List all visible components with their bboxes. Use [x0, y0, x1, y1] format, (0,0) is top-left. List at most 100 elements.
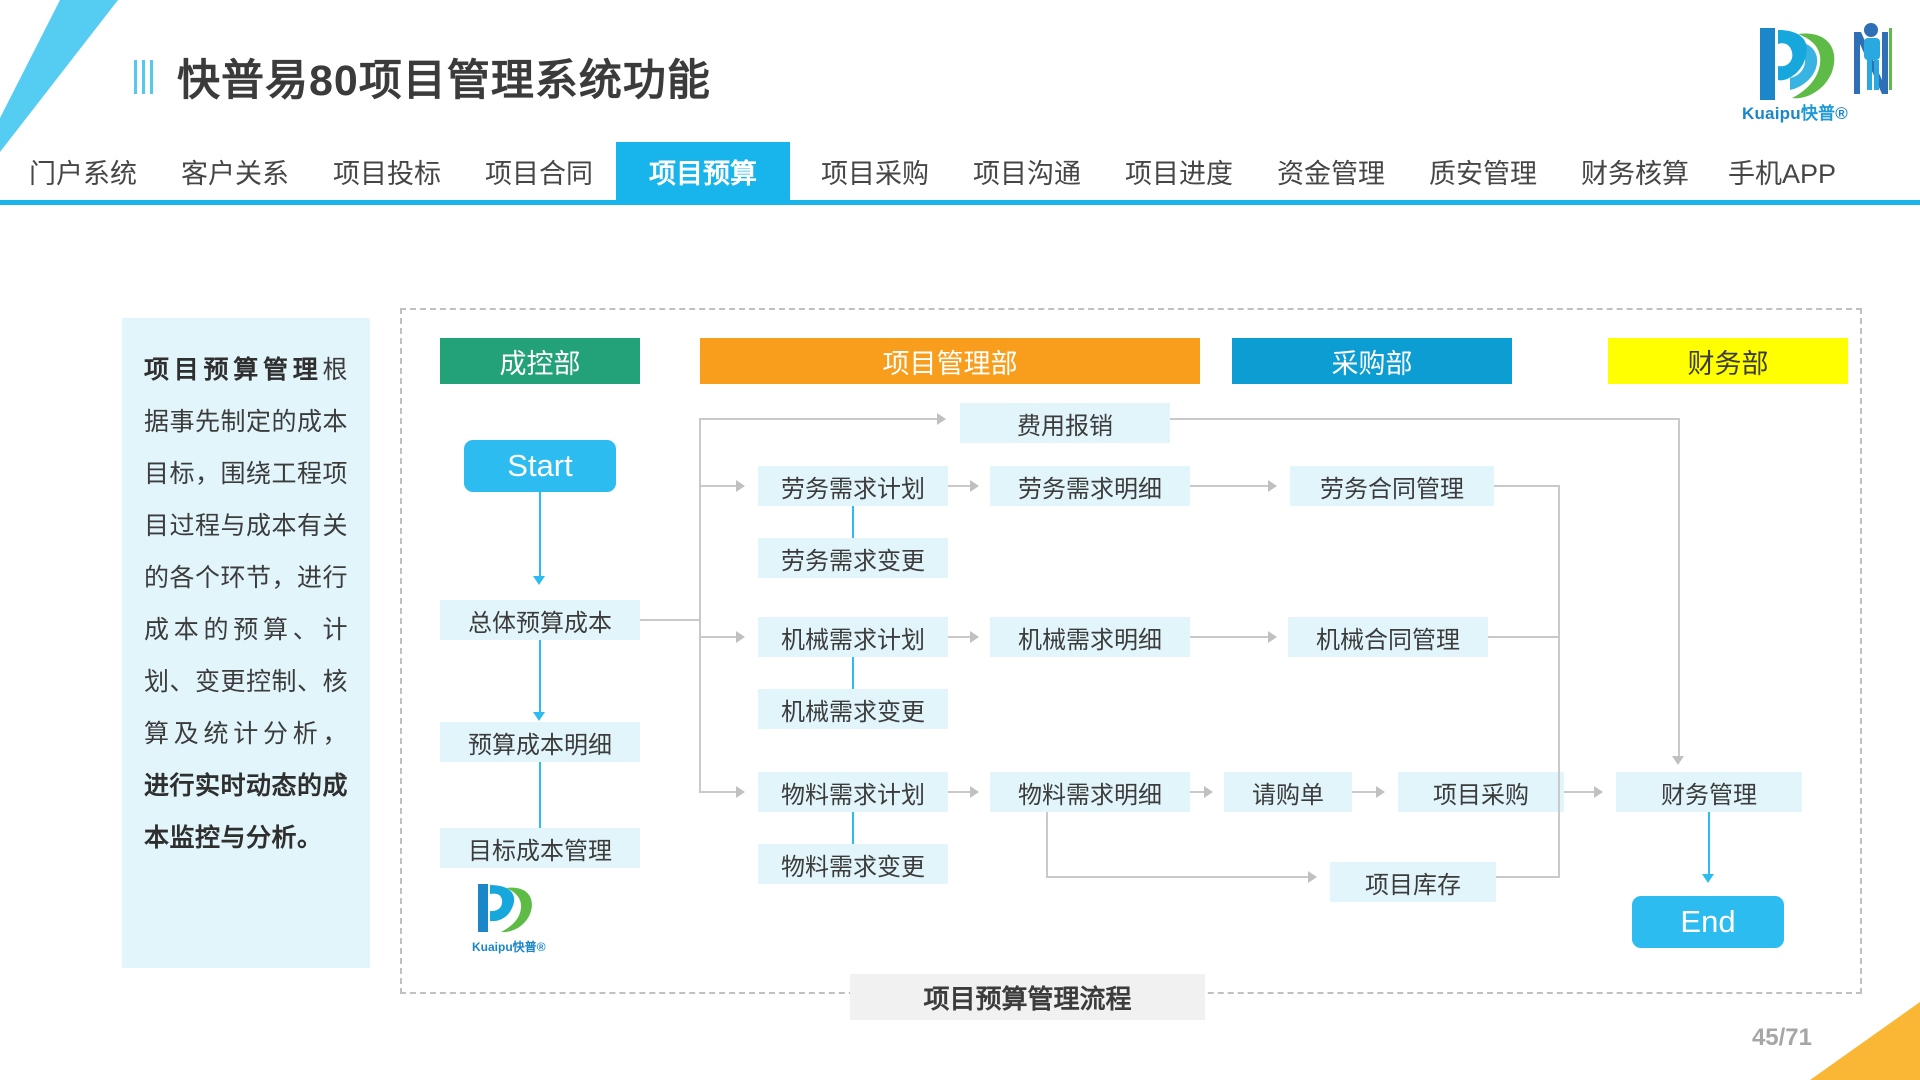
- connector-total-to-bus: [640, 619, 700, 621]
- connector-bus-to-finance: [1564, 791, 1594, 793]
- nav-item-3[interactable]: 项目投标: [333, 158, 441, 189]
- node-material-demand-detail: 物料需求明细: [990, 772, 1190, 812]
- node-finance-mgmt: 财务管理: [1616, 772, 1802, 812]
- nav-underline: [0, 200, 1920, 205]
- arrowhead-down-finance: [1672, 756, 1684, 765]
- bottom-right-decor-triangle: [1810, 1002, 1920, 1080]
- connector-material-detail-to-request: [1190, 791, 1206, 793]
- title-bars-icon: [134, 57, 153, 97]
- nav-item-11[interactable]: 财务核算: [1581, 158, 1689, 189]
- connector-machine-contract-right: [1488, 636, 1560, 638]
- brand-wordmark: Kuaipu快普®: [1742, 104, 1848, 123]
- nav-item-1[interactable]: 门户系统: [29, 158, 137, 189]
- arrowhead-down-end: [1702, 874, 1714, 883]
- nav-item-6[interactable]: 项目采购: [821, 158, 929, 189]
- node-labor-demand-change: 劳务需求变更: [758, 538, 948, 578]
- dept-header-project-mgmt: 项目管理部: [700, 338, 1200, 384]
- connector-machine-detail-to-contract: [1190, 636, 1270, 638]
- node-purchase-request: 请购单: [1224, 772, 1352, 812]
- connector-bus-to-material-plan: [699, 791, 737, 793]
- node-cost-budget-detail: 预算成本明细: [440, 722, 640, 762]
- node-target-cost-mgmt: 目标成本管理: [440, 828, 640, 868]
- nav-item-2[interactable]: 客户关系: [181, 158, 289, 189]
- diagram-caption: 项目预算管理流程: [850, 974, 1205, 1020]
- dept-header-finance: 财务部: [1608, 338, 1848, 384]
- nav-item-4[interactable]: 项目合同: [485, 158, 593, 189]
- node-machine-demand-detail: 机械需求明细: [990, 617, 1190, 657]
- node-labor-contract-mgmt: 劳务合同管理: [1290, 466, 1494, 506]
- terminator-start: Start: [464, 440, 616, 492]
- connector-bus-to-machine-plan: [699, 636, 737, 638]
- page-title: 快普易80项目管理系统功能: [177, 57, 711, 105]
- connector-material-plan-to-change: [852, 812, 854, 850]
- node-labor-demand-plan: 劳务需求计划: [758, 466, 948, 506]
- nav-item-8[interactable]: 项目进度: [1125, 158, 1233, 189]
- node-expense-reimburse: 费用报销: [960, 403, 1170, 443]
- nav-item-5[interactable]: 项目预算: [616, 142, 790, 200]
- arrowhead-down-total: [533, 712, 545, 721]
- nav-item-10[interactable]: 质安管理: [1429, 158, 1537, 189]
- arrowhead-right-procurement: [1376, 786, 1385, 798]
- connector-labor-plan-to-change: [852, 506, 854, 544]
- node-labor-demand-detail: 劳务需求明细: [990, 466, 1190, 506]
- description-lead: 项目预算管理: [144, 356, 323, 384]
- arrowhead-right-finance: [1594, 786, 1603, 798]
- node-machine-demand-plan: 机械需求计划: [758, 617, 948, 657]
- connector-left-bus-lower: [1558, 791, 1560, 877]
- description-text: 项目预算管理根据事先制定的成本目标，围绕工程项目过程与成本有关的各个环节，进行成…: [144, 344, 348, 864]
- node-project-procurement: 项目采购: [1398, 772, 1564, 812]
- arrowhead-down-start: [533, 576, 545, 585]
- description-tail: 进行实时动态的成本监控与分析。: [144, 772, 349, 852]
- inner-brand-logo: Kuaipu快普®: [468, 880, 598, 955]
- node-machine-contract-mgmt: 机械合同管理: [1288, 617, 1488, 657]
- connector-request-to-procurement: [1352, 791, 1378, 793]
- arrowhead-right-labor-detail: [970, 480, 979, 492]
- brand-logo: Kuaipu快普®: [1742, 22, 1893, 132]
- connector-detail-to-target: [539, 762, 541, 836]
- node-material-demand-plan: 物料需求计划: [758, 772, 948, 812]
- arrowhead-right-labor-contract: [1268, 480, 1277, 492]
- connector-left-bus-vertical: [1558, 485, 1560, 791]
- dept-header-procurement: 采购部: [1232, 338, 1512, 384]
- arrowhead-right-machine-plan: [736, 631, 745, 643]
- connector-material-detail-down: [1046, 812, 1048, 878]
- connector-expense-to-right-bus: [1170, 418, 1680, 420]
- connector-inventory-right: [1496, 876, 1560, 878]
- connector-total-to-detail: [539, 640, 541, 714]
- kp-logo-icon-small: [478, 884, 532, 933]
- connector-right-bus-down: [1678, 418, 1680, 758]
- description-panel: 项目预算管理根据事先制定的成本目标，围绕工程项目过程与成本有关的各个环节，进行成…: [122, 318, 370, 968]
- arrowhead-right-expense: [937, 413, 946, 425]
- nav-item-7[interactable]: 项目沟通: [973, 158, 1081, 189]
- terminator-end: End: [1632, 896, 1784, 948]
- node-cost-budget-total: 总体预算成本: [440, 600, 640, 640]
- nav-item-12[interactable]: 手机APP: [1727, 158, 1837, 189]
- node-machine-demand-change: 机械需求变更: [758, 689, 948, 729]
- arrowhead-right-purchase-request: [1204, 786, 1213, 798]
- connector-labor-plan-to-detail: [948, 485, 972, 487]
- connector-material-plan-to-detail: [948, 791, 972, 793]
- connector-labor-detail-to-contract: [1190, 485, 1270, 487]
- connector-vertical-bus: [699, 418, 701, 793]
- arrowhead-right-machine-contract: [1268, 631, 1277, 643]
- arrowhead-right-material-plan: [736, 786, 745, 798]
- node-project-inventory: 项目库存: [1330, 862, 1496, 902]
- arrowhead-right-labor-plan: [736, 480, 745, 492]
- kp-logo-icon: [1760, 23, 1893, 100]
- description-body: 根据事先制定的成本目标，围绕工程项目过程与成本有关的各个环节，进行成本的预算、计…: [144, 356, 349, 748]
- arrowhead-right-material-detail: [970, 786, 979, 798]
- connector-to-inventory: [1046, 876, 1310, 878]
- connector-machine-plan-to-change: [852, 657, 854, 695]
- arrowhead-right-machine-detail: [970, 631, 979, 643]
- page-header: 快普易80项目管理系统功能: [0, 38, 1920, 116]
- dept-header-cost-control: 成控部: [440, 338, 640, 384]
- node-material-demand-change: 物料需求变更: [758, 844, 948, 884]
- nav-item-9[interactable]: 资金管理: [1277, 158, 1385, 189]
- main-nav[interactable]: 门户系统 客户关系 项目投标 项目合同项目预算项目采购 项目沟通 项目进度 资金管理 质安管理…: [0, 142, 1920, 200]
- arrowhead-right-inventory: [1308, 871, 1317, 883]
- inner-brand-wordmark: Kuaipu快普®: [472, 940, 546, 954]
- connector-bus-to-expense: [699, 418, 939, 420]
- connector-labor-contract-right: [1494, 485, 1560, 487]
- connector-machine-plan-to-detail: [948, 636, 972, 638]
- connector-start-to-total: [539, 492, 541, 578]
